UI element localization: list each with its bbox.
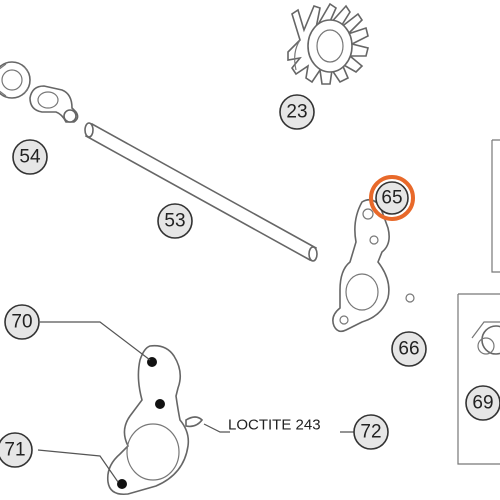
shaft-53 (84, 122, 318, 262)
loctite-note: LOCTITE 243 (228, 417, 321, 434)
right-housing (457, 139, 500, 465)
gear-23 (287, 2, 369, 85)
callout-72[interactable]: 72 (353, 414, 389, 450)
highlight-ring (369, 175, 415, 221)
callout-71[interactable]: 71 (0, 432, 33, 468)
callout-53[interactable]: 53 (157, 203, 193, 239)
bracket-70-71 (106, 344, 190, 496)
svg-text:70: 70 (11, 312, 32, 333)
svg-text:53: 53 (164, 211, 185, 232)
svg-text:65: 65 (381, 188, 402, 209)
svg-text:54: 54 (19, 147, 41, 168)
callout-23[interactable]: 23 (279, 94, 315, 130)
bolt-hole-middle (155, 399, 165, 409)
callout-69[interactable]: 69 (465, 385, 500, 421)
callout-65-highlighted[interactable]: 65 (369, 175, 415, 221)
svg-text:71: 71 (4, 440, 25, 461)
svg-text:72: 72 (360, 422, 381, 443)
gasket-65 (332, 198, 390, 333)
svg-text:23: 23 (286, 102, 307, 123)
bearing-ring (0, 61, 31, 99)
callout-66[interactable]: 66 (391, 331, 427, 367)
callout-70[interactable]: 70 (4, 304, 40, 340)
svg-text:69: 69 (472, 393, 493, 414)
leader-lines (37, 321, 354, 483)
callout-54[interactable]: 54 (12, 139, 48, 175)
bushing-54 (29, 85, 79, 123)
svg-text:66: 66 (398, 339, 419, 360)
bolt-hole-bottom (117, 479, 127, 489)
small-washer (405, 293, 415, 303)
pin-72 (185, 416, 204, 428)
